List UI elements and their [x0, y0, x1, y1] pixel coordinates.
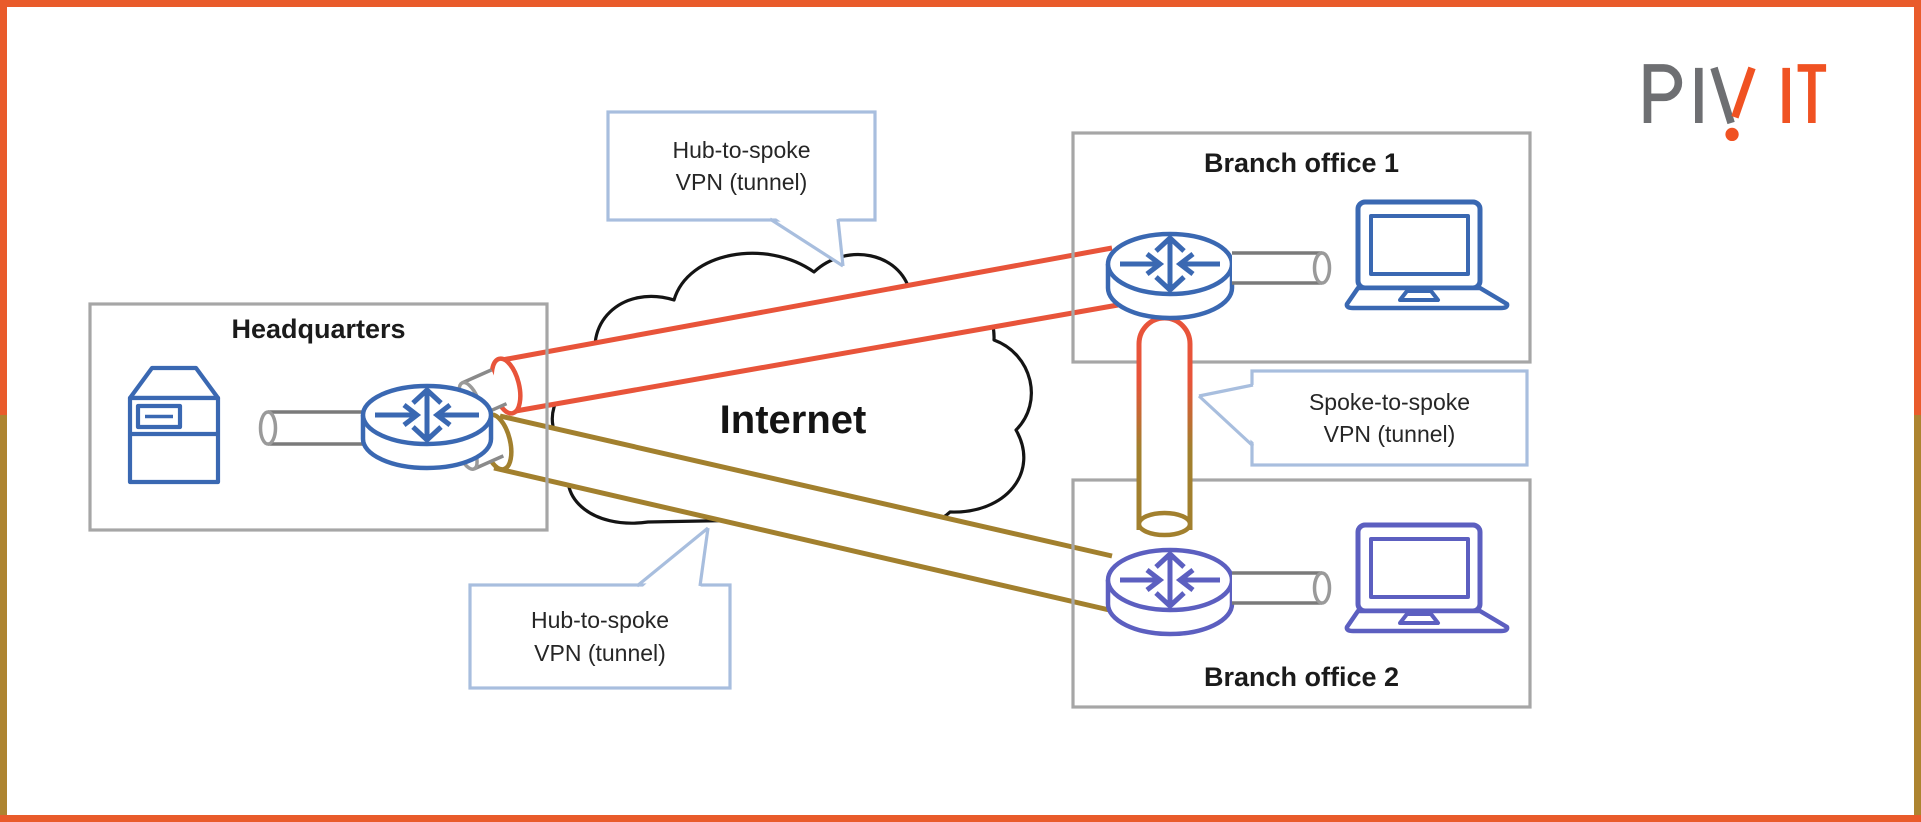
headquarters-title: Headquarters — [231, 314, 406, 344]
frame-bottom-border — [0, 815, 1921, 822]
pivit-logo — [1643, 64, 1827, 142]
branch1-laptop-icon — [1344, 199, 1510, 311]
callout-hub-bottom — [468, 526, 732, 690]
frame-left-border-olive — [0, 415, 7, 815]
frame-right-border-olive — [1914, 415, 1921, 815]
hub-to-spoke-tunnel-1 — [501, 245, 1119, 415]
callout-spoke-text: Spoke-to-spoke VPN (tunnel) — [1255, 374, 1524, 462]
branch-office-1-box — [1071, 131, 1532, 364]
branch2-lan-pipe — [1232, 571, 1332, 605]
branch1-router-icon — [1105, 231, 1235, 321]
callout-line: VPN (tunnel) — [1323, 421, 1456, 447]
headquarters-box — [88, 302, 549, 532]
callout-hub-top-text: Hub-to-spoke VPN (tunnel) — [611, 115, 872, 217]
internet-label: Internet — [719, 398, 867, 442]
pivit-logo-orange-part — [1731, 64, 1827, 123]
branch2-router-icon — [1105, 547, 1235, 637]
server-icon — [127, 365, 221, 485]
pivit-logo-gray-part — [1643, 64, 1735, 125]
spoke-to-spoke-tunnel — [1136, 315, 1193, 538]
callout-hub-top — [606, 110, 877, 268]
callout-spoke — [1197, 369, 1529, 467]
callout-line: VPN (tunnel) — [675, 169, 808, 195]
branch1-lan-pipe — [1232, 251, 1332, 285]
branch-office-1-title: Branch office 1 — [1203, 148, 1400, 178]
hub-to-spoke-tunnel-2 — [493, 413, 1119, 615]
hq-router-icon — [360, 383, 494, 471]
branch-office-2-title: Branch office 2 — [1203, 662, 1400, 692]
pivit-logo-dot — [1725, 127, 1739, 142]
callout-line: Hub-to-spoke — [530, 607, 670, 634]
callout-hub-bottom-text: Hub-to-spoke VPN (tunnel) — [473, 588, 727, 685]
callout-line: VPN (tunnel) — [534, 639, 666, 666]
branch-office-2-box — [1071, 478, 1532, 709]
frame-top-border — [0, 0, 1921, 7]
branch2-laptop-icon — [1344, 522, 1510, 634]
callout-line: Spoke-to-spoke — [1308, 388, 1471, 415]
frame-left-border-orange — [0, 0, 7, 415]
frame-right-border-orange — [1914, 0, 1921, 415]
hq-lan-pipe — [258, 410, 375, 446]
callout-line: Hub-to-spoke — [672, 136, 811, 163]
